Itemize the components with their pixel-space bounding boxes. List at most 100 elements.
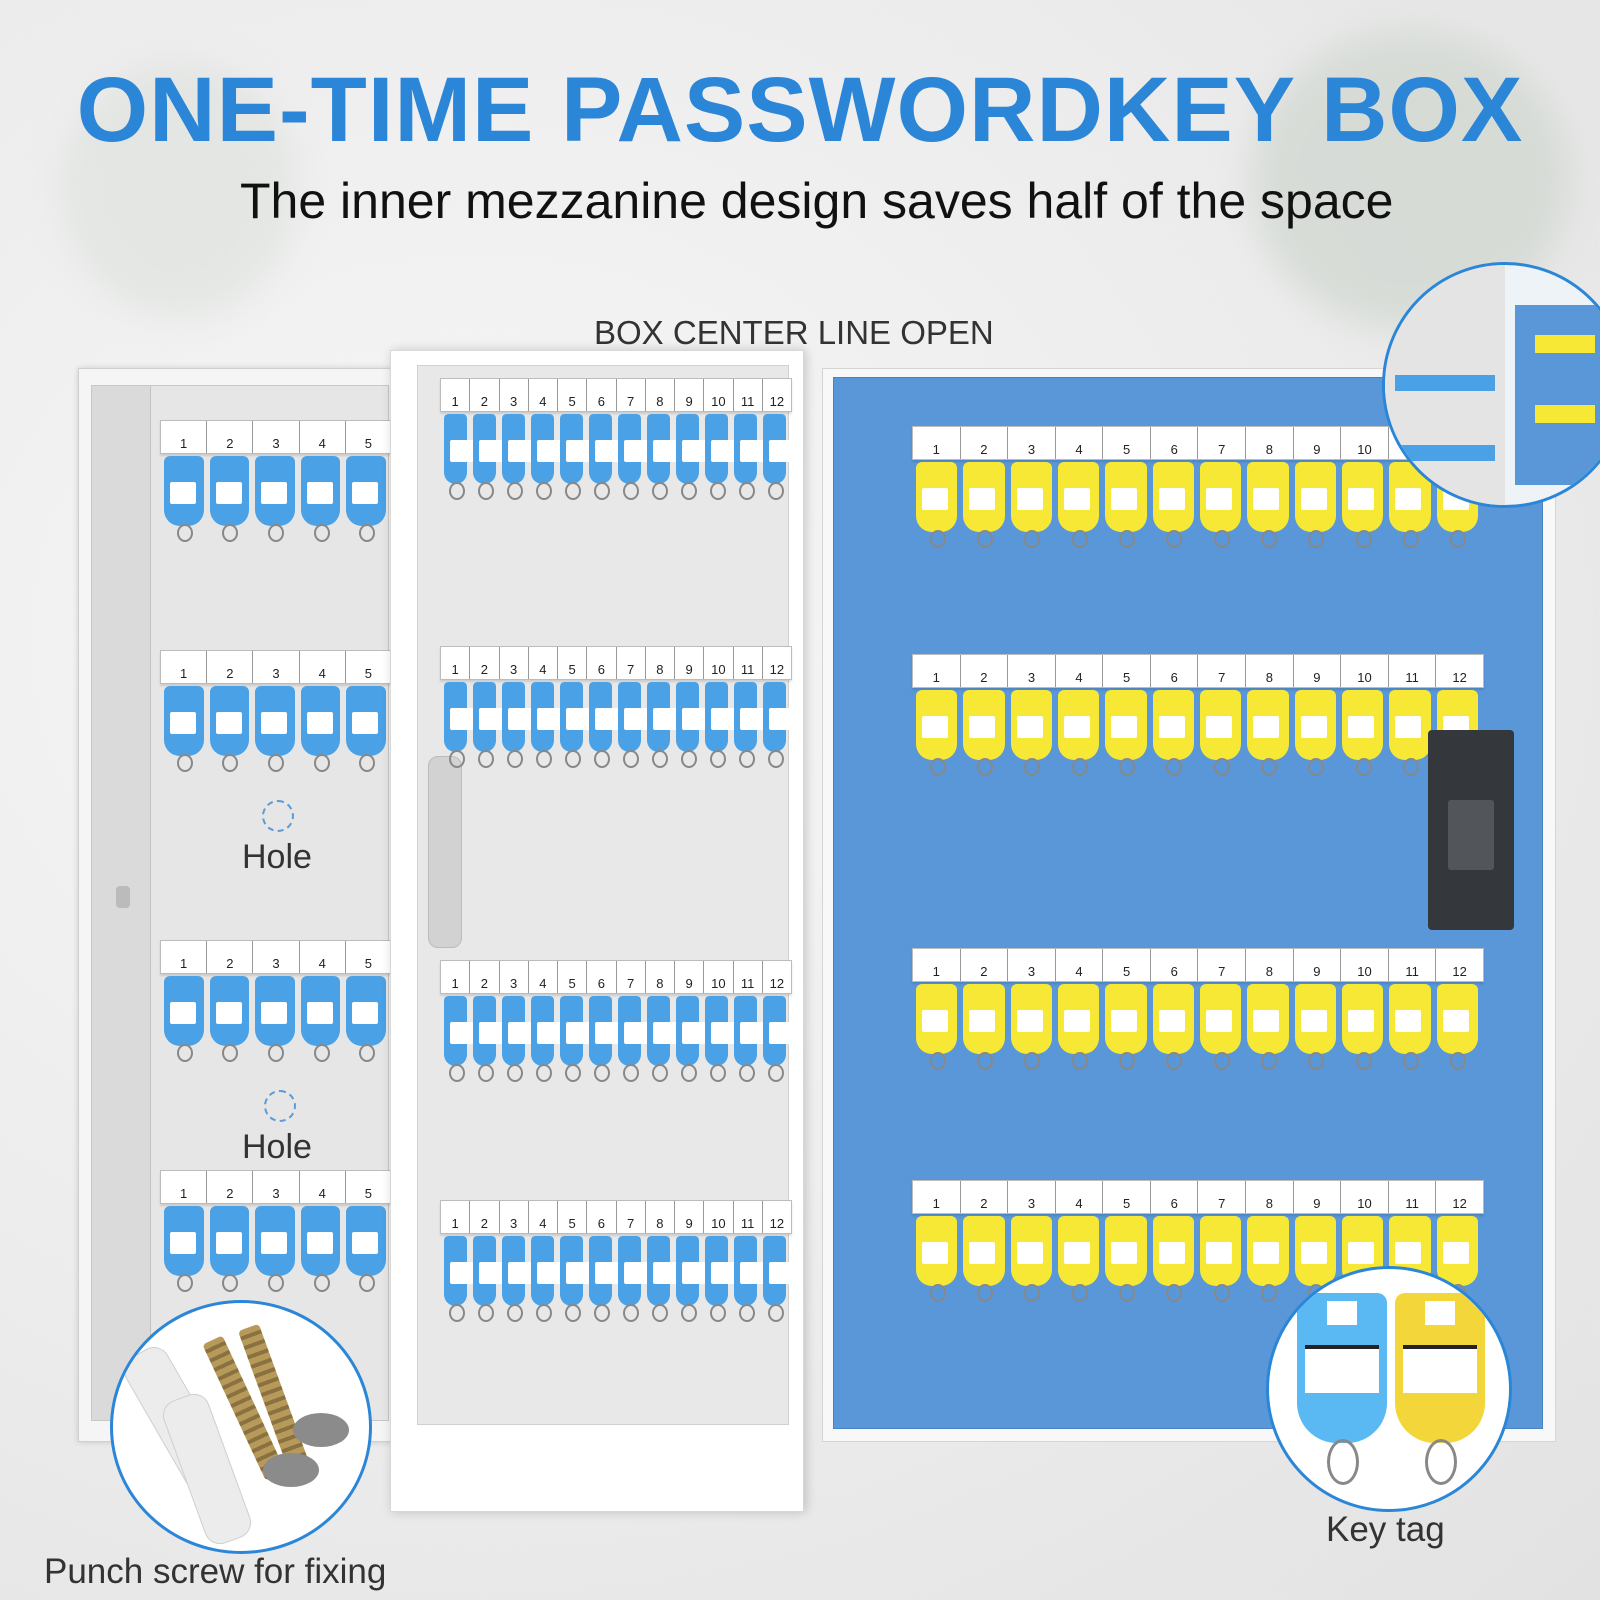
blue-key-tag[interactable] [531,1236,563,1322]
blue-key-tag[interactable] [209,1206,250,1292]
blue-key-tag[interactable] [560,682,592,768]
yellow-key-tag[interactable] [1105,1216,1147,1302]
yellow-key-tag[interactable] [1199,462,1242,548]
yellow-key-tag[interactable] [1010,462,1052,548]
blue-key-tag[interactable] [647,1236,679,1322]
blue-key-tag[interactable] [444,682,476,768]
blue-key-tag[interactable] [502,414,534,500]
blue-key-tag[interactable] [531,682,563,768]
yellow-key-tag[interactable] [1057,984,1100,1070]
blue-key-tag[interactable] [531,996,563,1082]
blue-key-tag[interactable] [589,1236,621,1322]
blue-key-tag[interactable] [676,996,708,1082]
blue-key-tag[interactable] [705,1236,737,1322]
yellow-key-tag[interactable] [1294,462,1336,548]
blue-key-tag[interactable] [255,1206,295,1292]
blue-key-tag[interactable] [300,456,341,542]
yellow-key-tag[interactable] [1341,462,1384,548]
blue-key-tag[interactable] [560,1236,592,1322]
blue-key-tag[interactable] [763,996,795,1082]
yellow-key-tag[interactable] [1010,1216,1052,1302]
yellow-key-tag[interactable] [1247,462,1289,548]
blue-key-tag[interactable] [164,976,204,1062]
blue-key-tag[interactable] [502,996,534,1082]
blue-key-tag[interactable] [444,996,476,1082]
blue-key-tag[interactable] [618,682,650,768]
yellow-key-tag[interactable] [1105,984,1147,1070]
blue-key-tag[interactable] [618,1236,650,1322]
yellow-key-tag[interactable] [1247,984,1289,1070]
yellow-key-tag[interactable] [963,690,1005,776]
blue-key-tag[interactable] [300,686,341,772]
blue-key-tag[interactable] [560,996,592,1082]
blue-key-tag[interactable] [502,1236,534,1322]
yellow-key-tag[interactable] [1294,690,1336,776]
yellow-key-tag[interactable] [1247,690,1289,776]
yellow-key-tag[interactable] [1010,690,1052,776]
yellow-key-tag[interactable] [1105,690,1147,776]
blue-key-tag[interactable] [734,414,766,500]
blue-key-tag[interactable] [164,1206,204,1292]
yellow-key-tag[interactable] [963,1216,1005,1302]
blue-key-tag[interactable] [473,414,505,500]
yellow-key-tag[interactable] [1105,462,1147,548]
yellow-key-tag[interactable] [1010,984,1052,1070]
yellow-key-tag[interactable] [963,462,1005,548]
blue-key-tag[interactable] [618,414,650,500]
blue-key-tag[interactable] [560,414,592,500]
blue-key-tag[interactable] [705,414,737,500]
blue-key-tag[interactable] [676,414,708,500]
blue-key-tag[interactable] [705,682,737,768]
yellow-key-tag[interactable] [1341,690,1384,776]
blue-key-tag[interactable] [502,682,534,768]
yellow-key-tag[interactable] [916,690,958,776]
yellow-key-tag[interactable] [1436,1216,1478,1302]
blue-key-tag[interactable] [589,414,621,500]
blue-key-tag[interactable] [705,996,737,1082]
yellow-key-tag[interactable] [1199,984,1242,1070]
blue-key-tag[interactable] [209,456,250,542]
yellow-key-tag[interactable] [1152,462,1194,548]
blue-key-tag[interactable] [255,976,295,1062]
blue-key-tag[interactable] [300,976,341,1062]
yellow-key-tag[interactable] [916,984,958,1070]
yellow-key-tag[interactable] [1199,1216,1242,1302]
yellow-key-tag[interactable] [1057,1216,1100,1302]
yellow-key-tag[interactable] [1152,1216,1194,1302]
blue-key-tag[interactable] [676,682,708,768]
blue-key-tag[interactable] [473,1236,505,1322]
blue-key-tag[interactable] [444,414,476,500]
mezzanine-door[interactable] [390,350,804,1512]
yellow-key-tag[interactable] [963,984,1005,1070]
blue-key-tag[interactable] [763,1236,795,1322]
blue-key-tag[interactable] [473,996,505,1082]
blue-key-tag[interactable] [647,996,679,1082]
blue-key-tag[interactable] [346,686,386,772]
blue-key-tag[interactable] [589,996,621,1082]
yellow-key-tag[interactable] [1389,984,1431,1070]
blue-key-tag[interactable] [734,1236,766,1322]
yellow-key-tag[interactable] [1341,984,1384,1070]
yellow-key-tag[interactable] [1436,984,1478,1070]
blue-key-tag[interactable] [734,682,766,768]
blue-key-tag[interactable] [763,414,795,500]
blue-key-tag[interactable] [300,1206,341,1292]
blue-key-tag[interactable] [647,682,679,768]
blue-key-tag[interactable] [676,1236,708,1322]
yellow-key-tag[interactable] [1247,1216,1289,1302]
blue-key-tag[interactable] [618,996,650,1082]
blue-key-tag[interactable] [444,1236,476,1322]
yellow-key-tag[interactable] [1057,462,1100,548]
blue-key-tag[interactable] [209,686,250,772]
yellow-key-tag[interactable] [1294,984,1336,1070]
blue-key-tag[interactable] [255,456,295,542]
blue-key-tag[interactable] [763,682,795,768]
blue-key-tag[interactable] [531,414,563,500]
blue-key-tag[interactable] [734,996,766,1082]
blue-key-tag[interactable] [647,414,679,500]
door-handle[interactable] [428,756,462,948]
blue-key-tag[interactable] [346,1206,386,1292]
blue-key-tag[interactable] [589,682,621,768]
blue-key-tag[interactable] [164,456,204,542]
yellow-key-tag[interactable] [1199,690,1242,776]
